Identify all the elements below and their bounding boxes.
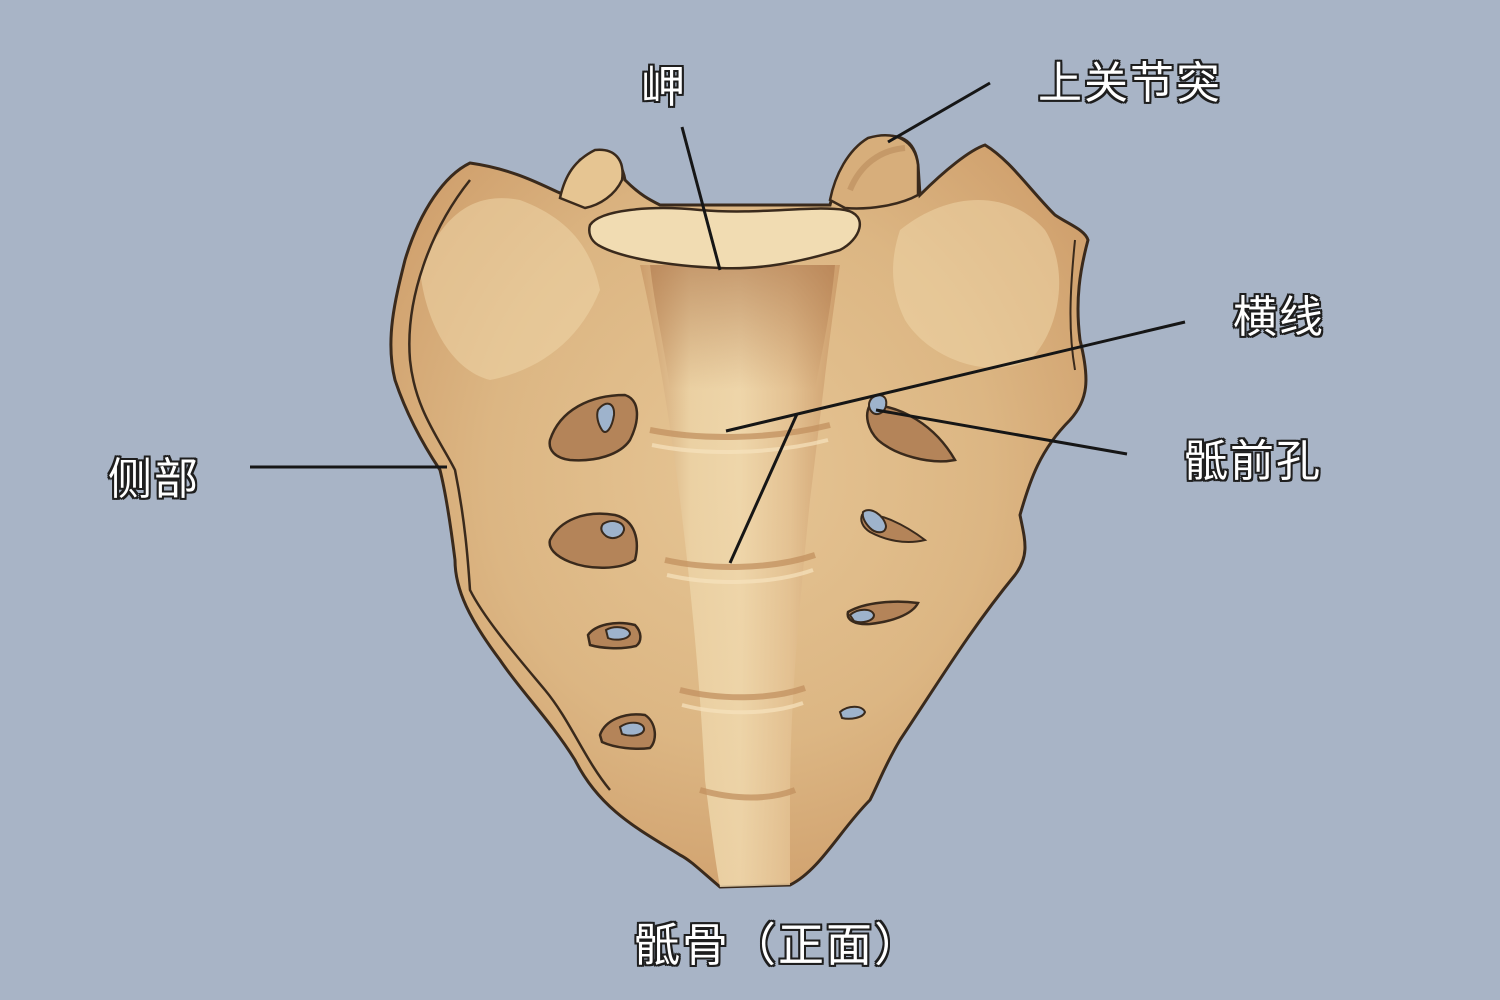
foramina-right <box>838 394 957 720</box>
transverse-ridge-4 <box>699 787 797 801</box>
label-anterior-sacral-foramina: 骶前孔 <box>1184 436 1322 487</box>
diagram-caption: 骶骨（正面） <box>634 918 922 972</box>
leader-foramina <box>875 408 1128 456</box>
left-lateral-edge <box>408 179 611 791</box>
label-transverse-lines: 横线 <box>1233 292 1325 343</box>
leader-promontory <box>680 126 722 271</box>
label-promontory: 岬 <box>641 62 687 113</box>
left-superior-articular-process <box>558 148 624 210</box>
right-foramen-4 <box>838 705 867 720</box>
right-lateral-edge <box>1069 239 1076 371</box>
left-ala-highlight <box>420 198 600 380</box>
leader-lines <box>250 81 1186 564</box>
transverse-ridges <box>649 422 831 801</box>
right-ala-highlight <box>893 200 1060 368</box>
label-lateral-part: 侧部 <box>108 454 200 505</box>
transverse-ridge-1 <box>649 422 831 440</box>
transverse-ridge-3 <box>679 685 806 701</box>
leader-superior-articular-process <box>887 81 991 144</box>
transverse-ridge-2 <box>664 552 816 570</box>
sacral-base-surface <box>588 206 862 270</box>
label-superior-articular-process: 上关节突 <box>1038 58 1222 109</box>
leader-transverse-lines-branch <box>728 413 799 564</box>
vertebral-body-column <box>640 265 840 887</box>
left-foramen-1 <box>548 393 639 462</box>
foramina-left <box>548 393 657 750</box>
sacrum-bone <box>389 134 1090 889</box>
leader-transverse-lines-main <box>725 320 1186 433</box>
